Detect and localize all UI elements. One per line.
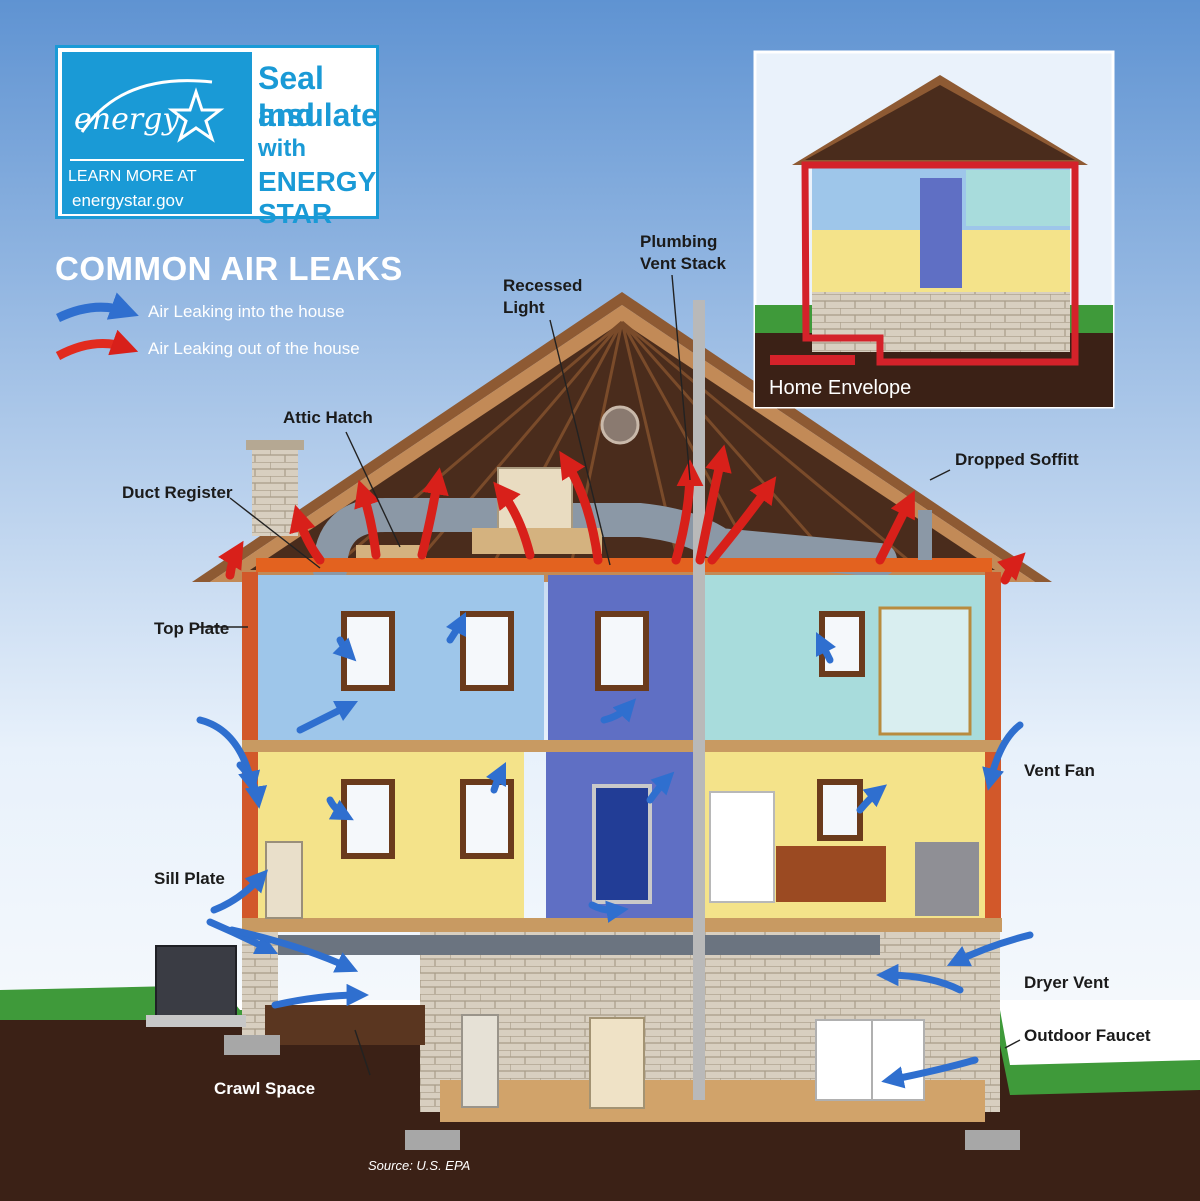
label-crawl-space: Crawl Space — [214, 1079, 316, 1098]
legend-title: COMMON AIR LEAKS — [55, 250, 403, 287]
chimney-cap — [246, 440, 304, 450]
logo-heading-2: Insulate — [258, 97, 379, 133]
legend-item-in: Air Leaking into the house — [148, 302, 345, 321]
attic-platform — [472, 528, 602, 554]
windows — [341, 611, 865, 859]
dryer — [871, 1019, 925, 1101]
legend-arrow-out — [55, 329, 139, 360]
source-credit: Source: U.S. EPA — [368, 1158, 471, 1173]
label-attic-hatch: Attic Hatch — [283, 408, 373, 427]
logo-script-text: energy — [74, 102, 180, 137]
insulation-top — [256, 558, 992, 572]
stove — [915, 842, 979, 916]
vent-stack — [693, 300, 705, 1100]
attic-vent — [600, 405, 640, 445]
chimney — [252, 448, 298, 536]
label-dryer-vent: Dryer Vent — [1024, 973, 1110, 992]
label-vent-fan: Vent Fan — [1024, 761, 1095, 780]
leader-lines — [198, 274, 1021, 1076]
ac-pad — [146, 1015, 246, 1027]
leak-in-arrows — [196, 611, 1034, 1089]
leak-out-arrows — [218, 444, 1026, 585]
inset-home-envelope — [753, 50, 1115, 409]
floor-upper — [242, 740, 1002, 752]
furnace-basement — [589, 1017, 645, 1109]
label-dropped-soffitt: Dropped Soffitt — [955, 450, 1079, 469]
logo-heading-3: with — [258, 135, 306, 162]
logo-site[interactable]: energystar.gov — [72, 191, 184, 210]
footing-right — [965, 1130, 1020, 1150]
legend-arrow-in — [56, 292, 139, 323]
label-outdoor-faucet: Outdoor Faucet — [1024, 1026, 1151, 1045]
ac-unit — [155, 945, 237, 1019]
front-door — [592, 784, 652, 904]
label-sill-plate: Sill Plate — [154, 869, 225, 888]
shower — [878, 606, 972, 736]
legend-item-out: Air Leaking out of the house — [148, 339, 360, 358]
footing-left — [224, 1035, 280, 1055]
fireplace — [265, 841, 303, 919]
logo-learn-more: LEARN MORE AT — [68, 168, 197, 185]
logo-heading-4: ENERGY STAR — [258, 166, 376, 229]
footing-center — [405, 1130, 460, 1150]
washer — [815, 1019, 873, 1101]
energy-star-icon — [70, 79, 244, 161]
attic-hatch-box — [356, 545, 426, 559]
logo-blue-panel: energy LEARN MORE AT energystar.gov — [62, 52, 252, 214]
label-plumbing-vent-stack: Plumbing Vent Stack — [640, 232, 726, 273]
label-home-envelope: Home Envelope — [769, 377, 912, 399]
water-heater — [461, 1014, 499, 1108]
logo-heading-1: Seal and — [258, 60, 324, 133]
energy-star-logo: energy LEARN MORE AT energystar.gov Seal… — [55, 45, 379, 229]
refrigerator — [709, 791, 775, 903]
label-recessed-light: Recessed Light — [503, 276, 583, 317]
crawl-space-floor — [265, 1005, 425, 1045]
label-duct-register: Duct Register — [122, 483, 233, 502]
label-top-plate: Top Plate — [154, 619, 230, 638]
kitchen-cabinets — [776, 846, 886, 902]
floor-lower — [242, 918, 1002, 932]
